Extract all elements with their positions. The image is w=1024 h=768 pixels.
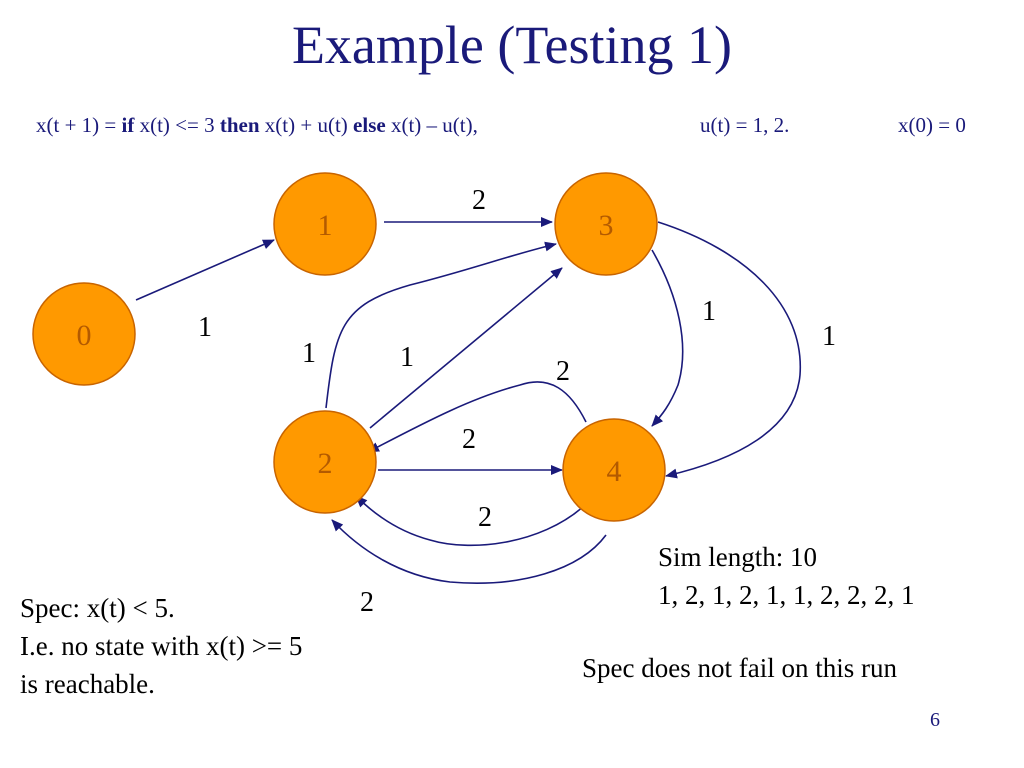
- state-node-1: 1: [273, 172, 377, 276]
- page-number: 6: [930, 709, 940, 731]
- slide-title: Example (Testing 1): [291, 15, 733, 75]
- edge-label: 2: [478, 502, 492, 533]
- edge-3-to-4-inner: [651, 249, 684, 427]
- edge-4-to-2-outer: [331, 519, 607, 584]
- equation-part: x(t) <= 3: [134, 113, 220, 137]
- sim-sequence: 1, 2, 1, 2, 1, 1, 2, 2, 2, 1: [658, 580, 915, 610]
- state-node-4: 4: [562, 418, 666, 522]
- spec-description: Spec: x(t) < 5. I.e. no state with x(t) …: [20, 589, 302, 703]
- edge-2-to-3-curved: [325, 241, 557, 409]
- transition-equation: x(t + 1) = if x(t) <= 3 then x(t) + u(t)…: [0, 113, 1024, 143]
- edge-label: 1: [400, 342, 414, 373]
- edge-label: 1: [822, 321, 836, 352]
- node-label: 2: [318, 447, 333, 480]
- keyword-else: else: [353, 113, 386, 137]
- equation-definition: x(t + 1) = if x(t) <= 3 then x(t) + u(t)…: [36, 113, 478, 138]
- edge-3-to-4-outer: [657, 221, 801, 479]
- equation-part: x(t) – u(t),: [385, 113, 478, 137]
- keyword-if: if: [121, 113, 135, 137]
- input-values: u(t) = 1, 2.: [700, 113, 790, 137]
- simulation-info: Sim length: 10 1, 2, 1, 2, 1, 1, 2, 2, 2…: [658, 538, 915, 614]
- edge-label: 1: [198, 312, 212, 343]
- edge-2-to-3-straight: [369, 267, 563, 429]
- result-text: Spec does not fail on this run: [582, 653, 897, 683]
- sim-length: Sim length: 10: [658, 542, 818, 572]
- edge-label: 2: [472, 185, 486, 216]
- node-label: 1: [318, 209, 333, 242]
- edge-label: 1: [702, 296, 716, 327]
- keyword-then: then: [219, 113, 260, 137]
- node-label: 0: [77, 319, 92, 352]
- edge-label: 2: [556, 356, 570, 387]
- edge-label: 1: [302, 338, 316, 369]
- state-node-3: 3: [554, 172, 658, 276]
- node-label: 3: [599, 209, 614, 242]
- spec-line: I.e. no state with x(t) >= 5: [20, 631, 303, 661]
- equation-part: x(t) + u(t): [259, 113, 354, 137]
- state-node-0: 0: [32, 282, 136, 386]
- edge-4-to-2-lower: [355, 495, 585, 547]
- spec-line: Spec: x(t) < 5.: [20, 593, 175, 623]
- initial-state: x(0) = 0: [898, 113, 966, 137]
- edge-4-to-2-upper: [367, 381, 587, 453]
- edge-0-to-1: [135, 239, 275, 301]
- equation-part: x(t + 1) =: [36, 113, 122, 137]
- edge-label: 2: [360, 587, 374, 618]
- state-node-2: 2: [273, 410, 377, 514]
- node-label: 4: [607, 455, 622, 488]
- spec-line: is reachable.: [20, 669, 155, 699]
- edge-label: 2: [462, 424, 476, 455]
